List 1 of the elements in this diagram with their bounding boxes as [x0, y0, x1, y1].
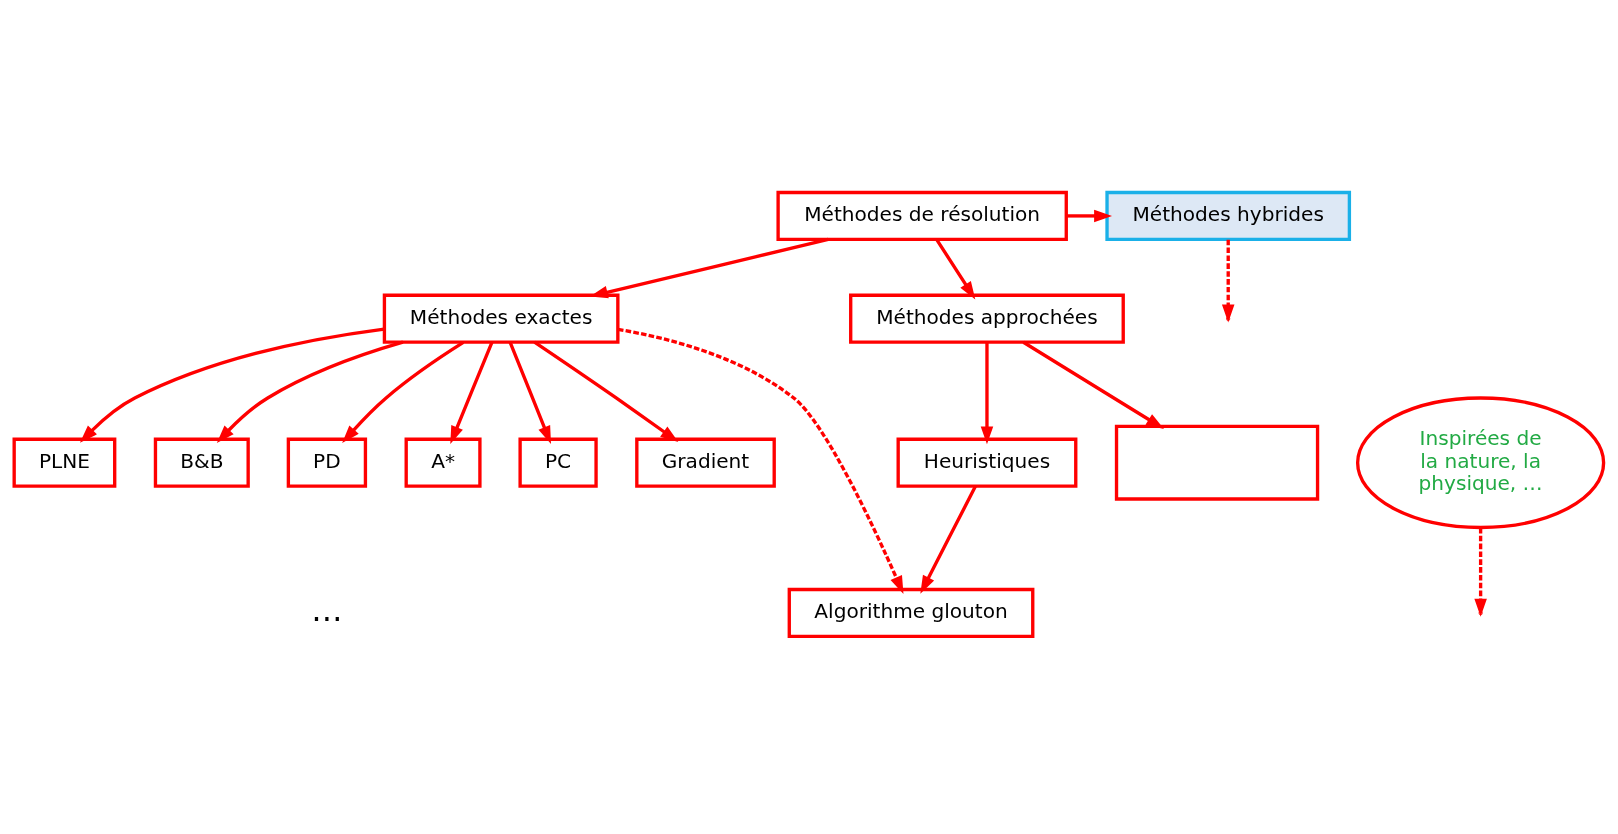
label: …: [311, 591, 343, 628]
